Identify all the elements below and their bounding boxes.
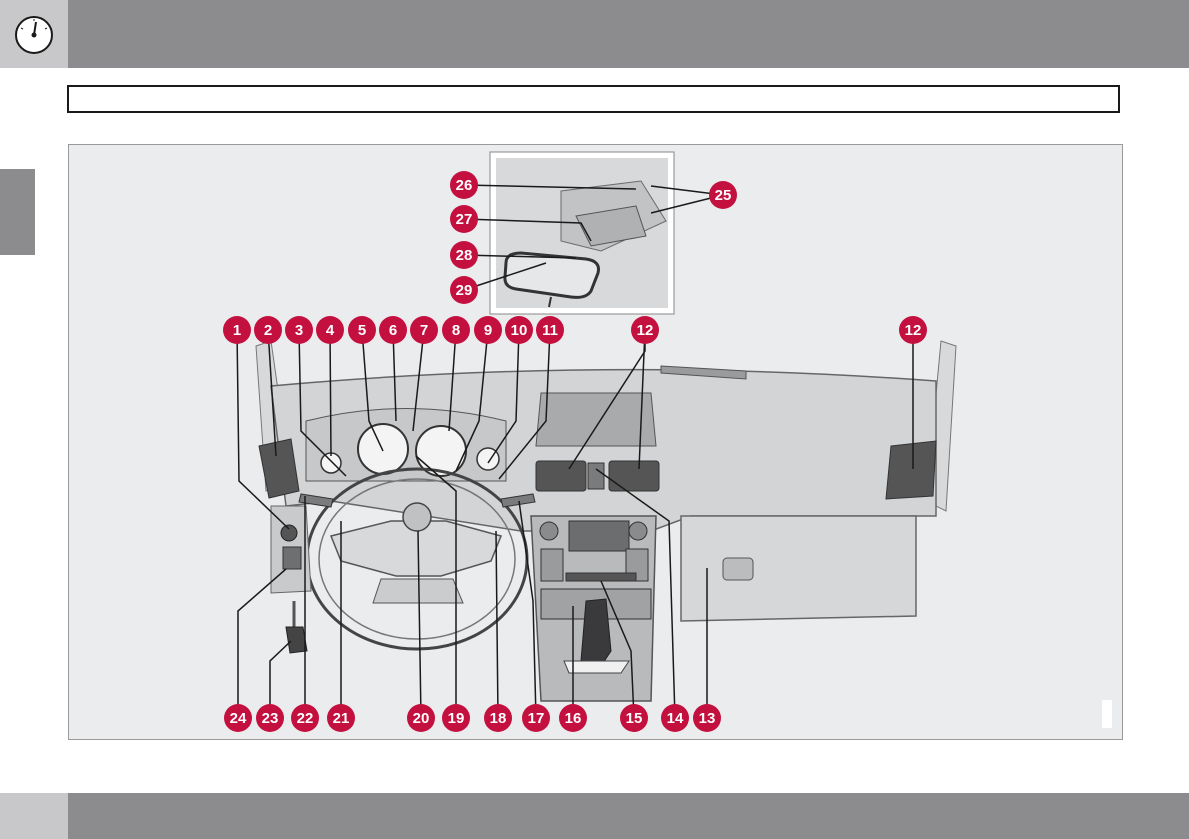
callout-28: 28 (450, 241, 478, 269)
callout-label: 4 (326, 322, 335, 339)
header-bar (0, 0, 1189, 68)
callout-12: 12 (899, 316, 927, 344)
callout-label: 9 (484, 322, 492, 339)
callout-label: 16 (565, 710, 582, 727)
page-title (67, 85, 1120, 113)
callout-12: 12 (631, 316, 659, 344)
callout-label: 22 (297, 710, 314, 727)
callout-label: 29 (456, 282, 473, 299)
callout-label: 24 (230, 710, 247, 727)
callout-6: 6 (379, 316, 407, 344)
callout-label: 13 (699, 710, 716, 727)
callout-3: 3 (285, 316, 313, 344)
callout-15: 15 (620, 704, 648, 732)
callout-label: 28 (456, 247, 473, 264)
callout-27: 27 (450, 205, 478, 233)
callout-label: 8 (452, 322, 460, 339)
speedometer-icon (15, 16, 53, 54)
callout-label: 14 (667, 710, 684, 727)
callout-29: 29 (450, 276, 478, 304)
callout-23: 23 (256, 704, 284, 732)
callout-21: 21 (327, 704, 355, 732)
callout-label: 18 (490, 710, 507, 727)
callout-17: 17 (522, 704, 550, 732)
callout-label: 20 (413, 710, 430, 727)
page-marker (1102, 700, 1112, 728)
callout-14: 14 (661, 704, 689, 732)
callout-8: 8 (442, 316, 470, 344)
callout-label: 27 (456, 211, 473, 228)
callout-label: 7 (420, 322, 428, 339)
callout-label: 1 (233, 322, 241, 339)
callout-24: 24 (224, 704, 252, 732)
overhead-console-inset (489, 151, 675, 315)
callout-16: 16 (559, 704, 587, 732)
callout-4: 4 (316, 316, 344, 344)
callout-label: 17 (528, 710, 545, 727)
callout-22: 22 (291, 704, 319, 732)
footer-bar (68, 793, 1189, 839)
section-icon-box (0, 0, 68, 68)
callout-9: 9 (474, 316, 502, 344)
callout-label: 3 (295, 322, 303, 339)
callout-label: 19 (448, 710, 465, 727)
callout-7: 7 (410, 316, 438, 344)
callout-1: 1 (223, 316, 251, 344)
chapter-tab (0, 169, 35, 255)
callout-19: 19 (442, 704, 470, 732)
callout-label: 6 (389, 322, 397, 339)
callout-label: 2 (264, 322, 272, 339)
callout-26: 26 (450, 171, 478, 199)
callout-label: 12 (905, 322, 922, 339)
footer-left-box (0, 793, 68, 839)
callout-label: 12 (637, 322, 654, 339)
callout-label: 15 (626, 710, 643, 727)
callout-label: 11 (542, 322, 558, 339)
callout-label: 10 (511, 322, 528, 339)
callout-label: 25 (715, 187, 732, 204)
callout-20: 20 (407, 704, 435, 732)
callout-10: 10 (505, 316, 533, 344)
callout-11: 11 (536, 316, 564, 344)
callout-label: 21 (333, 710, 350, 727)
callout-label: 26 (456, 177, 473, 194)
callout-label: 23 (262, 710, 279, 727)
callout-25: 25 (709, 181, 737, 209)
callout-label: 5 (358, 322, 366, 339)
dashboard-body (255, 340, 957, 702)
callout-5: 5 (348, 316, 376, 344)
callout-18: 18 (484, 704, 512, 732)
dashboard-drawing: 1234567891011121213141516171819202122232… (223, 151, 1112, 732)
callout-13: 13 (693, 704, 721, 732)
leader-lines (236, 184, 914, 719)
callout-2: 2 (254, 316, 282, 344)
